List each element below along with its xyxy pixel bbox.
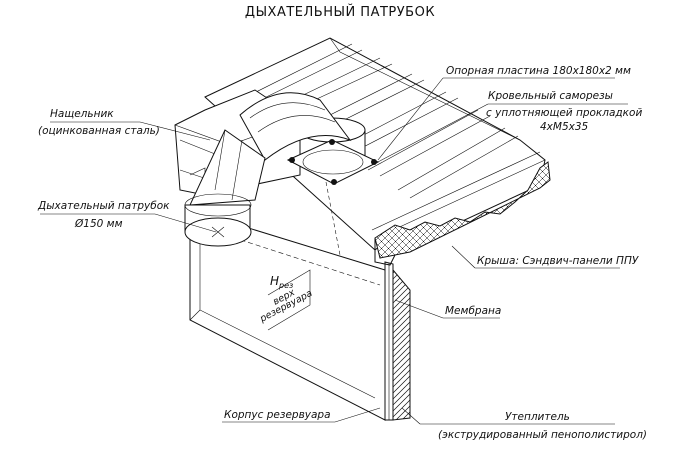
breather-pipe: [184, 92, 366, 247]
label-pipe-line2: Ø150 мм: [74, 218, 123, 230]
roof-edge-section: [374, 161, 551, 266]
label-flashing-line2: (оцинкованная сталь): [38, 125, 160, 137]
label-support-plate: Опорная пластина 180х180х2 мм: [446, 65, 631, 77]
leader-lines: [40, 77, 628, 425]
label-membrane: Мембрана: [445, 305, 501, 317]
label-screws-line1: Кровельный саморезы: [488, 90, 613, 102]
support-plate: [286, 139, 380, 256]
diagram-title: ДЫХАТЕЛЬНЫЙ ПАТРУБОК: [245, 4, 435, 20]
height-symbol: Нрез: [270, 274, 293, 290]
label-flashing-line1: Нащельник: [50, 108, 114, 120]
membrane-layer: [384, 261, 394, 421]
label-insulation-line1: Утеплитель: [505, 411, 570, 423]
label-pipe-line1: Дыхательный патрубок: [37, 200, 170, 212]
label-insulation-line2: (экструдированный пенополистирол): [438, 429, 647, 441]
screw-bolt: [329, 139, 335, 145]
screw-bolt: [289, 157, 295, 163]
label-tank-body: Корпус резервуара: [224, 409, 331, 421]
label-screws-line2: с уплотняющей прокладкой: [486, 107, 642, 119]
screw-bolt: [371, 159, 377, 165]
screw-bolt: [331, 179, 337, 185]
insulation-wall: [392, 268, 411, 421]
label-screws-line3: 4хМ5х35: [540, 121, 589, 133]
label-roof: Крыша: Сэндвич-панели ППУ: [477, 255, 639, 267]
